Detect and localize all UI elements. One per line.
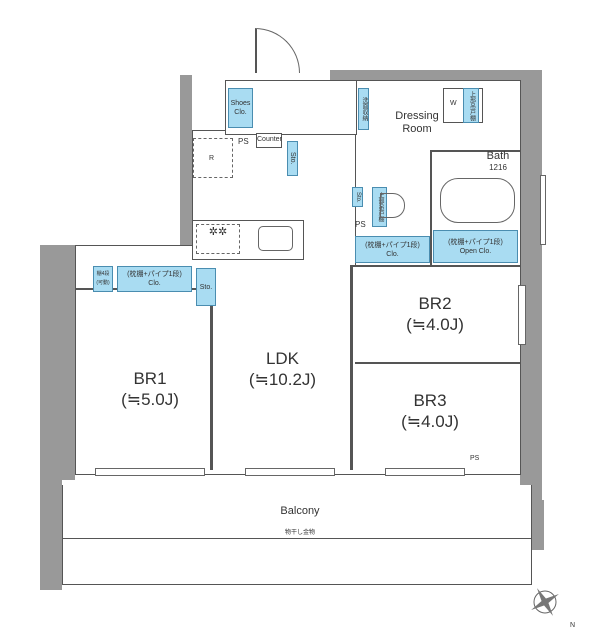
storage-hall: Sto.: [287, 141, 298, 176]
balcony-label: Balcony: [280, 505, 320, 517]
br2-closet-label: Clo.: [386, 250, 399, 258]
room-br3-name: BR3: [413, 391, 447, 410]
refrigerator-label: R: [209, 155, 215, 162]
wall-right: [520, 70, 542, 508]
storage-toilet: Sto.: [352, 187, 363, 207]
window-bath: [540, 175, 546, 245]
compass-rose-icon: [525, 582, 565, 622]
upper-cabinet-dressing: 上部吊戸棚: [463, 88, 479, 123]
wall-br2-br3: [355, 362, 521, 364]
washer-label: W: [450, 100, 457, 107]
room-bath-size: 1216: [489, 163, 507, 172]
wall-top-right: [330, 70, 542, 80]
window-ldk: [245, 468, 335, 476]
room-ldk: LDK (≒10.2J): [225, 348, 340, 390]
drying-rail: [62, 538, 532, 539]
open-closet-note: (枕棚+パイプ1段): [448, 238, 503, 246]
room-br2: BR2 (≒4.0J): [390, 293, 480, 335]
room-br1-name: BR1: [133, 369, 167, 388]
br1-closet-note: (枕棚+パイプ1段): [127, 271, 182, 278]
ps-toilet-label: PS: [355, 220, 366, 229]
room-bath: Bath 1216: [478, 150, 518, 174]
sink-icon: [258, 226, 293, 251]
wall-left-balcony: [40, 480, 62, 590]
drying-rail-label: 物干し金物: [284, 530, 315, 536]
open-closet-label: Open Clo.: [459, 247, 492, 255]
wall-left: [40, 245, 75, 480]
room-br2-size: (≒4.0J): [406, 315, 464, 334]
entry-door[interactable]: [255, 28, 300, 73]
room-bath-name: Bath: [486, 150, 510, 162]
wall-dressing-bottom: [430, 150, 521, 152]
compass-north-label: N: [570, 622, 576, 629]
wall-ldk-br: [350, 265, 353, 470]
stove-icon: ✲✲: [196, 224, 240, 254]
toilet-icon: [380, 193, 405, 218]
room-dressing: Dressing Room: [392, 110, 442, 136]
storage-ldk: Sto.: [196, 268, 216, 306]
room-br2-name: BR2: [418, 294, 452, 313]
ps-br3-label: PS: [470, 455, 480, 462]
shoes-closet: Shoes Clo.: [228, 88, 253, 128]
counter: Counter: [256, 133, 282, 148]
wall-entry: [180, 75, 192, 130]
room-br3-size: (≒4.0J): [401, 412, 459, 431]
room-dressing-line1: Dressing: [395, 110, 439, 122]
room-br1: BR1 (≒5.0J): [105, 368, 195, 410]
ps-label: PS: [238, 137, 249, 146]
br1-shelf: 棚4段(可動): [93, 266, 113, 292]
wall-br1-ldk: [210, 290, 213, 470]
balcony: [62, 485, 532, 585]
br1-closet-label: Clo.: [148, 280, 161, 287]
br2-closet-note: (枕棚+パイプ1段): [365, 241, 420, 249]
wall-bath-left: [430, 150, 432, 265]
window-br2: [518, 285, 526, 345]
room-dressing-line2: Room: [402, 123, 432, 135]
open-closet: (枕棚+パイプ1段) Open Clo.: [433, 230, 518, 263]
wash-storage: 洗面収納: [358, 88, 369, 130]
wall-br2-top: [350, 265, 521, 267]
wall-kitchen-left: [180, 130, 192, 250]
window-br1: [95, 468, 205, 476]
refrigerator-space: [193, 138, 233, 178]
bathtub-icon: [440, 178, 515, 223]
room-ldk-size: (≒10.2J): [248, 370, 317, 389]
room-br3: BR3 (≒4.0J): [385, 390, 475, 432]
room-br1-size: (≒5.0J): [121, 390, 179, 409]
br2-closet: (枕棚+パイプ1段) Clo.: [355, 236, 430, 263]
wall-balcony-right: [530, 500, 544, 550]
window-br3: [385, 468, 465, 476]
br1-closet: (枕棚+パイプ1段) Clo.: [117, 266, 192, 292]
room-ldk-name: LDK: [265, 349, 300, 368]
